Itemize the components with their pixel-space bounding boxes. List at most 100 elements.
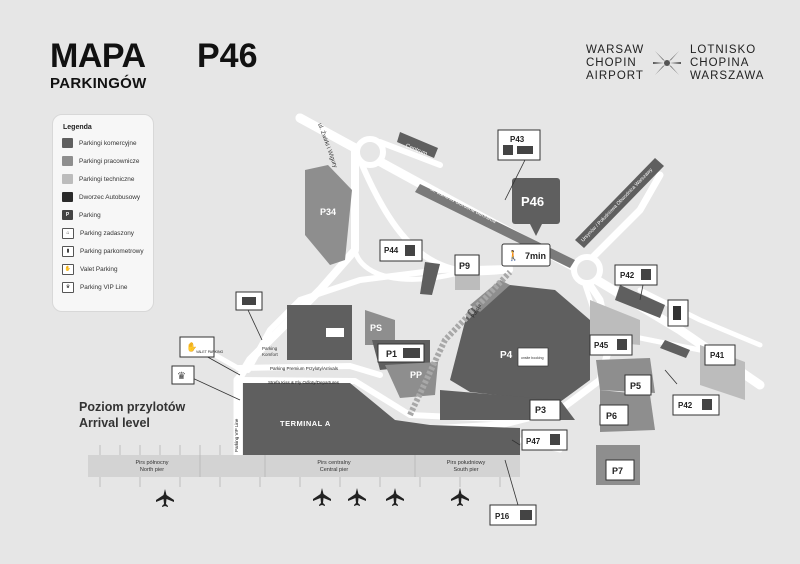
zone-p45 [590, 300, 640, 345]
sign-p45-label: P45 [594, 341, 609, 350]
parking-meter-icon [641, 269, 651, 280]
logo-line: WARSZAWA [690, 70, 765, 82]
legend-item: Parkingi pracownicze [62, 155, 139, 167]
sign-p1 [377, 343, 425, 363]
covered-parking-icon: ⌂ [62, 227, 74, 239]
legend-title: Legenda [63, 124, 92, 131]
sign-p7 [605, 459, 635, 481]
airport-star-icon [653, 51, 681, 75]
vip-line-label: Parking VIP Line [234, 418, 239, 452]
legend-item: ▮ Parking parkometrowy [62, 245, 144, 257]
legend-label: Dworzec Autobusowy [79, 193, 141, 201]
covered-parking-icon [403, 348, 420, 358]
legend-label: Parking parkometrowy [80, 247, 144, 255]
komfort-label: Komfort [262, 352, 279, 357]
fuel-station-icon [673, 306, 681, 320]
parking-meter-icon: ▮ [62, 245, 74, 257]
arrival-line: Arrival level [79, 416, 150, 430]
pier-south-label-en: South pier [453, 467, 478, 473]
roundabout [354, 136, 386, 168]
sign-p6-label: P6 [606, 411, 617, 421]
gordona-band [415, 184, 575, 268]
label-p41: P41 [710, 350, 726, 360]
legend-box: Legenda Parkingi komercyjne Parkingi pra… [52, 114, 154, 312]
airplane-icon [386, 488, 404, 506]
sign-p47 [521, 429, 568, 451]
pier-north-label-en: North pier [140, 467, 164, 473]
legend-item: ✋Valet Parking [62, 263, 118, 275]
map-subtitle: PARKINGÓW [50, 75, 147, 92]
street-label-zwirki: ul. Żwirki i Wigury [316, 122, 339, 169]
sign-p3-label: P3 [535, 405, 546, 415]
zone-p1 [372, 340, 430, 370]
label-pp: PP [410, 370, 422, 380]
pier-south-label: Pirs południowy [447, 460, 486, 466]
zone-p2 [287, 305, 352, 360]
logo-line: AIRPORT [586, 70, 644, 82]
label-p1: P1 [387, 346, 398, 356]
valet-sign [179, 336, 215, 358]
zone-strip [660, 340, 690, 358]
komfort-sign [235, 291, 263, 311]
bus-icon [520, 510, 532, 520]
sign-p42-top [614, 264, 658, 286]
zone-strip [420, 262, 440, 295]
kiss-fly-lane-label: Strefa Kiss & Fly Odloty/Departures [268, 380, 340, 385]
parking-p-icon [503, 145, 513, 155]
sign-p7-label: P7 [612, 466, 623, 476]
sign-p45 [589, 334, 633, 356]
ursynow-arrow [575, 158, 664, 248]
pier-central-label: Pirs centralny [317, 460, 351, 466]
legend-swatch [62, 192, 73, 202]
sign-p47-label: P47 [526, 437, 541, 446]
zone-pp [385, 362, 438, 398]
label-p46: P46 [521, 194, 544, 209]
logo-line: WARSAW [586, 44, 645, 56]
pier-north-label: Pirs północny [135, 460, 168, 466]
legend-swatch [62, 138, 73, 148]
logo-line: CHOPINA [690, 57, 750, 69]
parking-meter-icon [550, 434, 560, 445]
zone-p41 [700, 345, 745, 400]
sign-p9 [454, 254, 480, 276]
map-title: MAPA [50, 37, 146, 75]
airplane-icon [451, 488, 469, 506]
legend-item: Parkingi techniczne [62, 173, 134, 185]
logo-text-pl: LOTNISKO CHOPINA WARSZAWA [690, 44, 764, 83]
pier-gates [99, 445, 501, 487]
parking-meter-icon [617, 339, 627, 350]
sign-p5 [624, 374, 652, 396]
vip-icon: ♛ [62, 281, 74, 293]
p4-booking-label: onsite booking [521, 356, 544, 360]
airplane-icon [313, 488, 331, 506]
airport-logo: WARSAW CHOPIN AIRPORT LOTNISKO CHOPINA W… [586, 44, 786, 84]
sign-p43 [497, 129, 541, 161]
walking-person-icon: 🚶 [507, 249, 519, 262]
legend-label: Parking VIP Line [80, 283, 128, 291]
parking-zones [287, 165, 745, 485]
arrival-level-label: Poziom przylotów Arrival level [79, 399, 185, 431]
label-p3: P3 [540, 404, 553, 415]
zone-p9 [455, 255, 480, 290]
premium-lane-label: Parking Premium Przyloty/Arrivals [270, 366, 339, 371]
parking-meter-icon [405, 245, 415, 256]
pier-band [88, 455, 520, 477]
walk-time-sign [501, 243, 551, 267]
zone-strip-p42 [615, 285, 665, 318]
legend-swatch [62, 156, 73, 166]
sign-p3 [529, 399, 561, 421]
sign-p42-label: P42 [620, 271, 635, 280]
sign-p16-label: P16 [495, 512, 510, 521]
legend-label: Valet Parking [80, 265, 118, 273]
legend-item: Dworzec Autobusowy [62, 191, 140, 203]
label-p9: P9 [460, 262, 471, 272]
legend-label: Parkingi techniczne [79, 175, 135, 183]
zone-p34 [305, 165, 352, 265]
label-p2: P2 [307, 329, 320, 340]
sign-p9-label: P9 [459, 261, 470, 271]
terminal-building [243, 383, 520, 455]
airplane-icons [156, 488, 469, 507]
logo-line: CHOPIN [586, 57, 637, 69]
vip-icon: ♛ [177, 371, 186, 382]
